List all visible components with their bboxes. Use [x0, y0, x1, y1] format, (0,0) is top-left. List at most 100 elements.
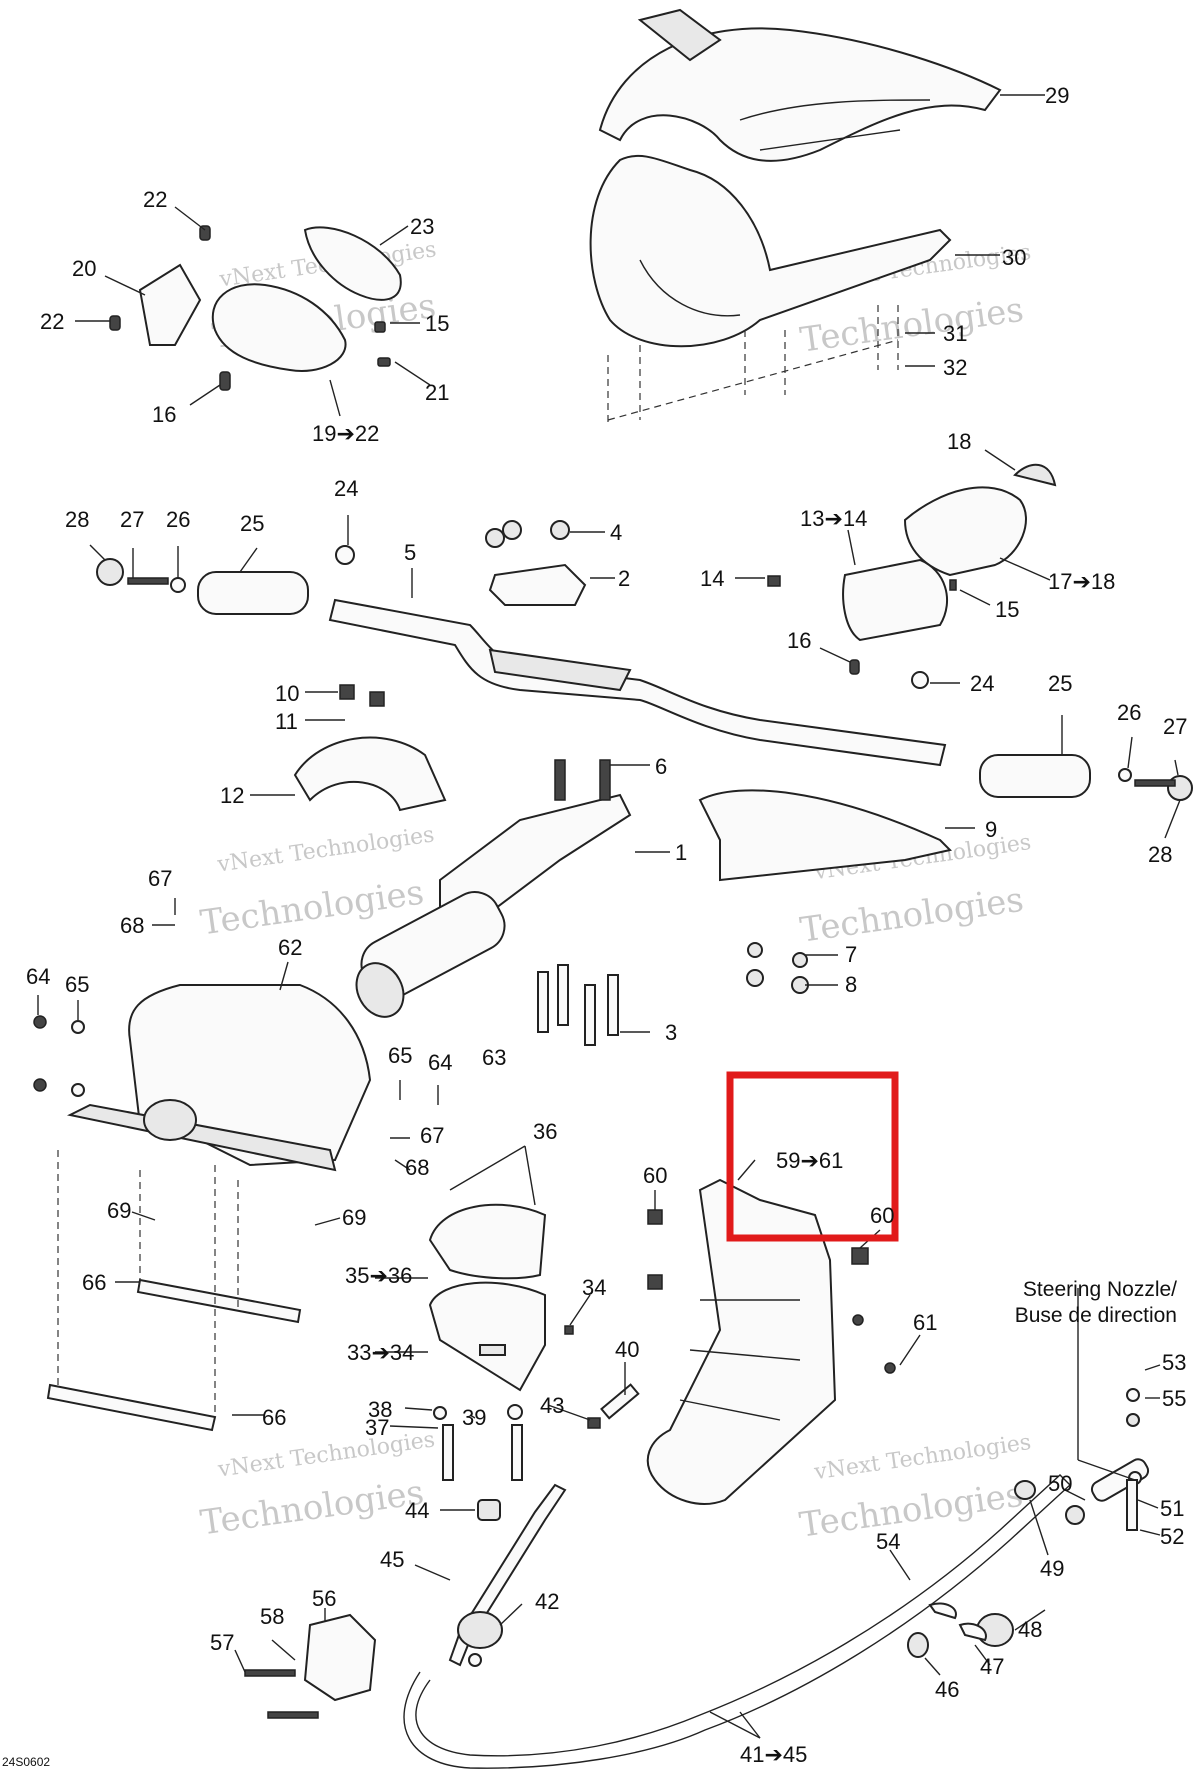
parts-37-39-44 [433, 1344, 523, 1521]
label-4: 4 [610, 520, 622, 545]
label-69-right: 69 [342, 1205, 366, 1230]
label-27-left: 27 [120, 507, 144, 532]
label-14: 14 [700, 566, 724, 591]
label-15-right: 15 [995, 597, 1019, 622]
clamp-33-34 [428, 1281, 574, 1392]
label-33-34: 33➔34 [347, 1340, 414, 1365]
label-69-left: 69 [107, 1198, 131, 1223]
cable-41-45 [403, 1474, 1072, 1769]
cover-12 [293, 684, 447, 812]
label-18: 18 [947, 429, 971, 454]
label-67-right: 67 [420, 1123, 444, 1148]
label-30: 30 [1002, 245, 1026, 270]
label-38: 38 [368, 1397, 392, 1422]
label-13-14: 13➔14 [800, 506, 867, 531]
label-25-left: 25 [240, 511, 264, 536]
label-62: 62 [278, 935, 302, 960]
clamp-2-nuts-4 [485, 520, 587, 606]
label-36: 36 [533, 1119, 557, 1144]
cover-9 [698, 789, 952, 994]
label-15-top: 15 [425, 311, 449, 336]
screws-31-32 [607, 305, 899, 425]
label-31: 31 [943, 321, 967, 346]
label-51: 51 [1160, 1496, 1184, 1521]
label-65-left: 65 [65, 972, 89, 997]
nozzle-linkage-50-55 [1065, 1388, 1150, 1531]
label-63: 63 [482, 1045, 506, 1070]
label-64-right: 64 [428, 1050, 452, 1075]
upper-cover-29 [598, 8, 1002, 162]
grip-right-25-26-27-28 [911, 671, 1193, 801]
label-2: 2 [618, 566, 630, 591]
label-56: 56 [312, 1586, 336, 1611]
label-28-right: 28 [1148, 842, 1172, 867]
label-46: 46 [935, 1677, 959, 1702]
label-32: 32 [943, 355, 967, 380]
label-16-top: 16 [152, 402, 176, 427]
label-8: 8 [845, 972, 857, 997]
svg-text:Technologies: Technologies [797, 1475, 1025, 1546]
svg-text:Technologies: Technologies [198, 1473, 426, 1544]
label-59-61: 59➔61 [776, 1148, 843, 1173]
svg-text:vNext Technologies: vNext Technologies [215, 822, 436, 877]
housing-62 [66, 984, 372, 1172]
label-7: 7 [845, 942, 857, 967]
label-3: 3 [665, 1020, 677, 1045]
label-58: 58 [260, 1604, 284, 1629]
lower-cover-30 [589, 154, 952, 348]
svg-text:Technologies: Technologies [798, 880, 1026, 951]
label-17-18: 17➔18 [1048, 569, 1115, 594]
label-6: 6 [655, 754, 667, 779]
label-34: 34 [582, 1275, 606, 1300]
label-44: 44 [405, 1498, 429, 1523]
label-5: 5 [404, 540, 416, 565]
label-25-right: 25 [1048, 671, 1072, 696]
label-9: 9 [985, 817, 997, 842]
label-28-left: 28 [65, 507, 89, 532]
hardware-56-58 [244, 1613, 377, 1719]
label-61: 61 [913, 1310, 937, 1335]
label-41-45: 41➔45 [740, 1742, 807, 1767]
clamp-35-36 [428, 1203, 547, 1280]
label-67-left: 67 [148, 866, 172, 891]
watermark-bottom-left: vNext Technologies Technologies [198, 1427, 437, 1544]
label-12: 12 [220, 783, 244, 808]
label-65-right: 65 [388, 1043, 412, 1068]
label-52: 52 [1160, 1524, 1184, 1549]
hardware-46-49 [907, 1480, 1036, 1658]
label-39: 39 [462, 1405, 486, 1430]
label-10: 10 [275, 681, 299, 706]
label-23: 23 [410, 214, 434, 239]
label-27-right: 27 [1163, 714, 1187, 739]
leader-lines [37, 94, 1181, 1739]
label-43: 43 [540, 1393, 564, 1418]
label-53: 53 [1162, 1350, 1186, 1375]
label-42: 42 [535, 1589, 559, 1614]
label-60-right: 60 [870, 1203, 894, 1228]
label-20: 20 [72, 256, 96, 281]
label-26-right: 26 [1117, 700, 1141, 725]
watermark-bottom-right: vNext Technologies Technologies [797, 1430, 1033, 1546]
svg-text:Buse de direction: Buse de direction [1015, 1304, 1177, 1327]
label-29: 29 [1045, 83, 1069, 108]
label-37: 37 [365, 1415, 389, 1440]
label-49: 49 [1040, 1556, 1064, 1581]
handlebar-5 [328, 598, 947, 767]
bolts-3 [537, 964, 619, 1046]
throttle-housing-13-18 [767, 463, 1057, 675]
label-40: 40 [615, 1337, 639, 1362]
label-57: 57 [210, 1630, 234, 1655]
label-1: 1 [675, 840, 687, 865]
svg-text:Steering Nozzle/: Steering Nozzle/ [1023, 1278, 1177, 1301]
label-68-right: 68 [405, 1155, 429, 1180]
grip-left-25-26-27-28 [96, 545, 355, 615]
steering-column-1 [355, 759, 632, 1018]
bracket-19-22 [109, 225, 402, 391]
label-24-top: 24 [334, 476, 358, 501]
support-59 [646, 1178, 896, 1505]
highlight-box [726, 1071, 899, 1242]
brackets-66 [46, 1150, 302, 1432]
label-48: 48 [1018, 1617, 1042, 1642]
label-22-top: 22 [143, 187, 167, 212]
